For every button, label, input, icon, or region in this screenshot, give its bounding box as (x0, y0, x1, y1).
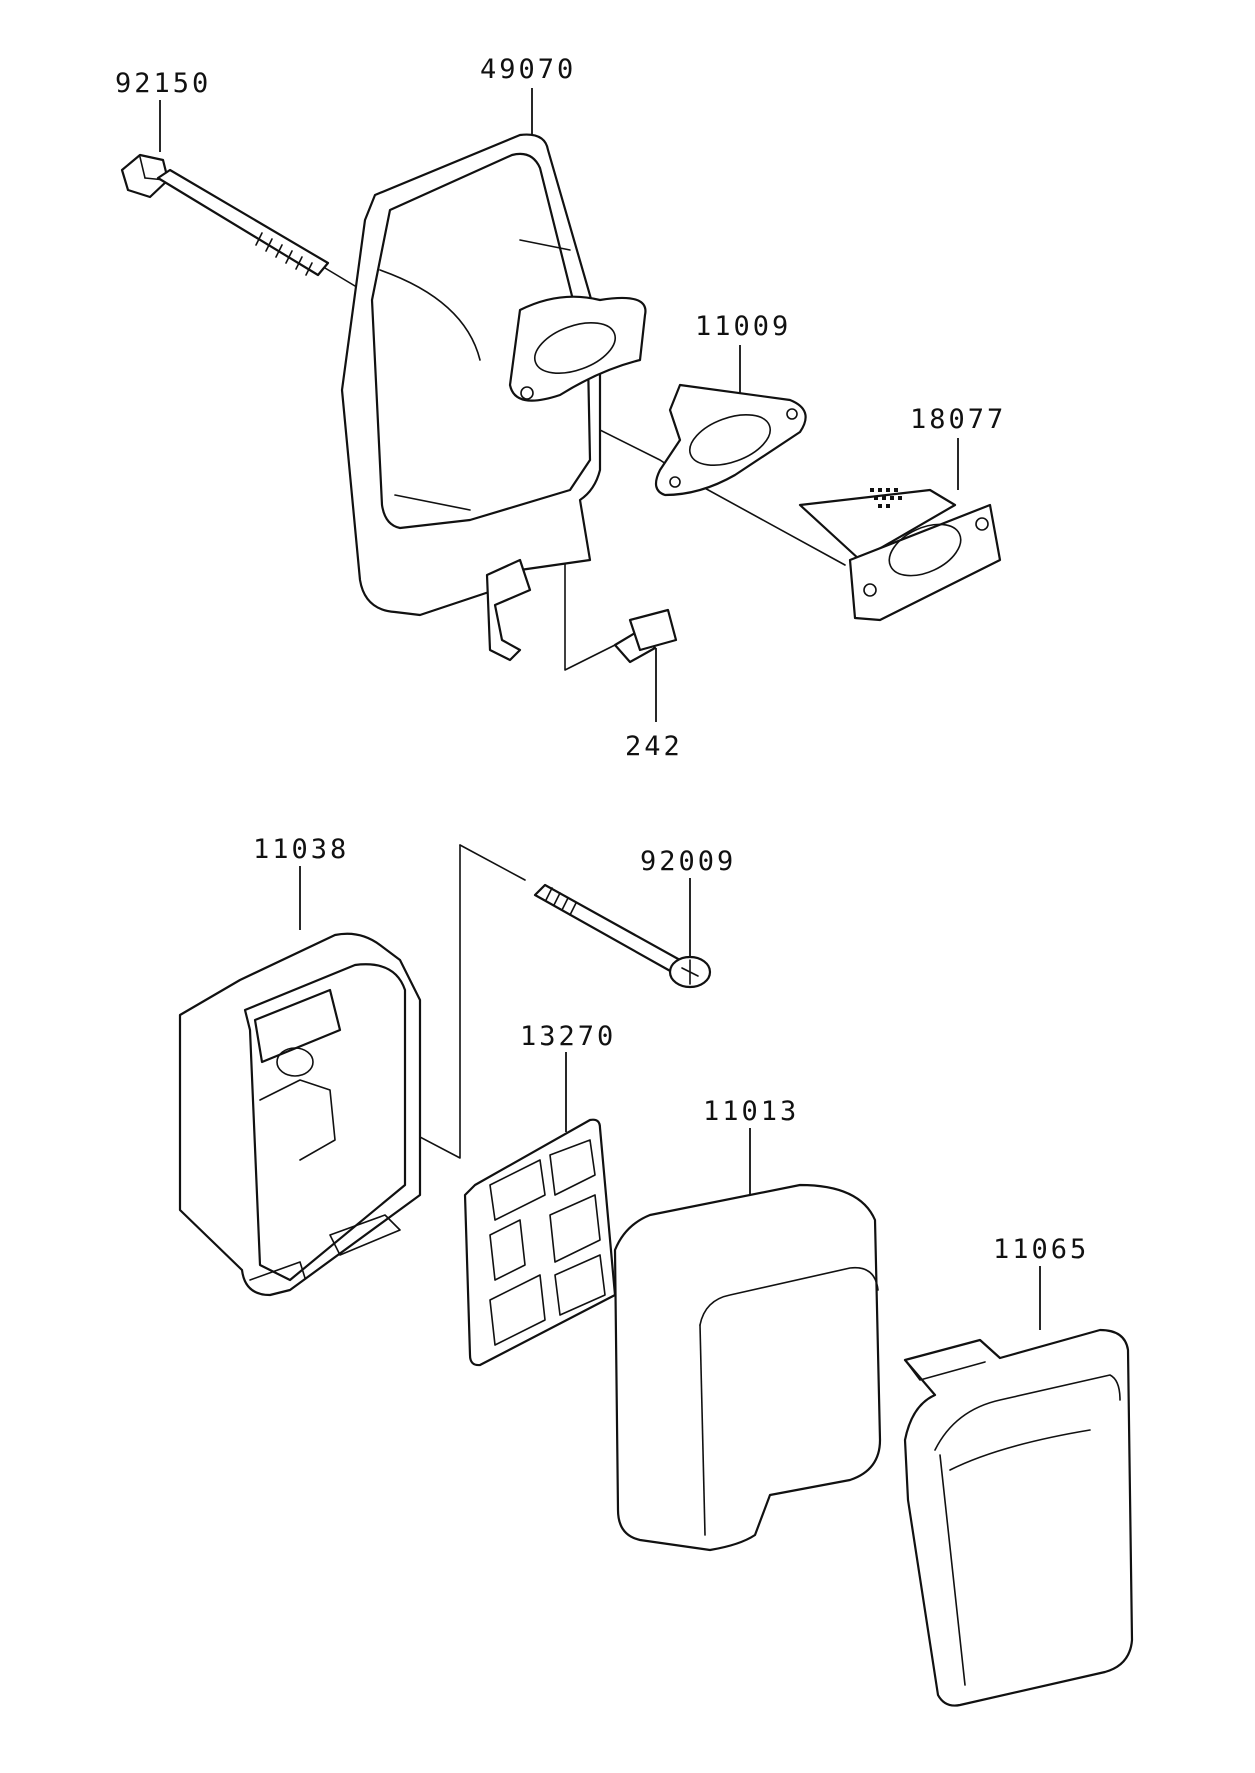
part-label-11009: 11009 (695, 311, 791, 342)
filter-element-11013 (613, 1183, 882, 1552)
part-label-242: 242 (625, 731, 683, 762)
part-label-18077: 18077 (910, 404, 1006, 435)
muffler-49070 (340, 133, 647, 662)
small-bolt-242 (613, 608, 678, 664)
part-label-11038: 11038 (253, 834, 349, 865)
filter-cover-11065 (903, 1328, 1134, 1707)
part-label-13270: 13270 (520, 1021, 616, 1052)
part-label-11013: 11013 (703, 1096, 799, 1127)
part-label-49070: 49070 (480, 54, 576, 85)
leader-lines (159, 88, 1041, 1330)
long-bolt-92150 (120, 153, 330, 277)
part-label-92150: 92150 (115, 68, 211, 99)
spark-arrester-18077 (798, 488, 1002, 622)
screw-92009 (533, 883, 712, 989)
filter-frame-13270 (463, 1118, 617, 1367)
part-label-92009: 92009 (640, 846, 736, 877)
part-label-11065: 11065 (993, 1234, 1089, 1265)
gasket-11009 (654, 383, 807, 497)
air-filter-case-11038 (178, 932, 422, 1297)
